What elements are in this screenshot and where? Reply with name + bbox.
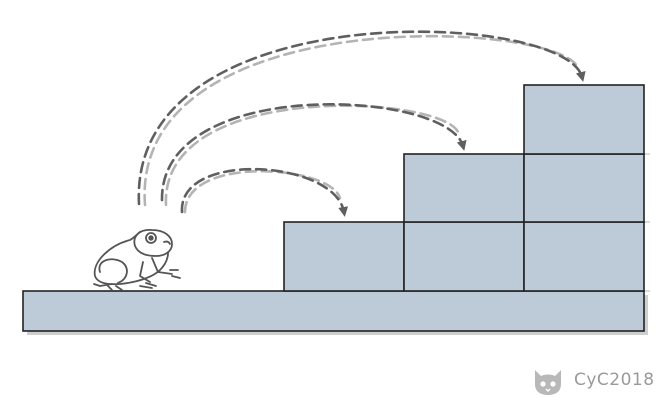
step-block [283,221,405,292]
jump-arrow-one-step [180,167,349,217]
step-block [403,153,525,223]
cat-logo-icon [535,370,561,395]
jump-arrows [137,30,586,217]
watermark-text: CyC2018 [574,370,655,390]
step-block [403,221,525,292]
jump-arrow-three-steps [137,30,586,207]
watermark: CyC2018 [530,362,655,398]
stair-blocks [283,84,645,292]
step-block [523,84,645,155]
ground-slab [22,290,648,335]
ground-block [22,290,645,332]
step-block [523,153,645,223]
jump-arrow-two-steps [160,103,467,207]
frog-icon [93,229,181,291]
step-block [523,221,645,292]
